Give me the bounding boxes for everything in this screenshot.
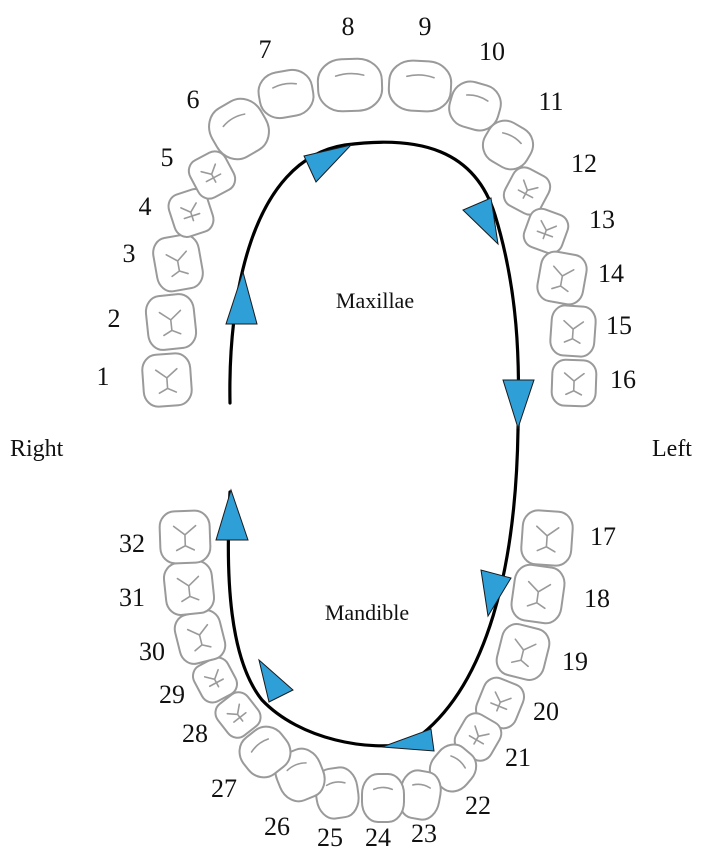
tooth-number-25: 25 — [317, 823, 343, 851]
tooth-number-11: 11 — [538, 87, 563, 116]
tooth-number-6: 6 — [187, 85, 200, 114]
tooth-number-30: 30 — [139, 637, 165, 666]
arrow-left-descending — [503, 380, 534, 428]
tooth-number-28: 28 — [182, 719, 208, 748]
arrow-lower-bottom — [382, 729, 434, 751]
lower-arch-label: Mandible — [325, 600, 409, 625]
tooth-number-15: 15 — [606, 311, 632, 340]
tooth-1 — [141, 352, 193, 407]
tooth-18 — [509, 563, 566, 625]
tooth-9 — [388, 59, 453, 112]
tooth-number-16: 16 — [610, 365, 636, 394]
tooth-8 — [317, 58, 383, 112]
tooth-number-5: 5 — [161, 143, 174, 172]
tooth-number-12: 12 — [571, 149, 597, 178]
arrow-upper-top — [304, 145, 351, 182]
tooth-number-29: 29 — [159, 680, 185, 709]
tooth-number-24: 24 — [365, 823, 391, 851]
tooth-outline — [362, 774, 404, 822]
tooth-2 — [144, 293, 197, 352]
tooth-number-23: 23 — [411, 819, 437, 848]
tooth-number-8: 8 — [342, 12, 355, 41]
upper-arch-label: Maxillae — [336, 288, 414, 313]
tooth-24 — [362, 774, 404, 822]
tooth-number-32: 32 — [119, 529, 145, 558]
arrow-lower-right — [259, 660, 293, 702]
tooth-number-21: 21 — [505, 743, 531, 772]
tooth-outline — [317, 58, 383, 112]
right-side-label: Right — [10, 436, 64, 462]
tooth-number-27: 27 — [211, 774, 237, 803]
left-side-label: Left — [652, 436, 692, 462]
tooth-number-10: 10 — [479, 37, 505, 66]
upper-arch-path — [230, 142, 519, 430]
tooth-16 — [551, 359, 597, 407]
teeth-layer — [141, 58, 597, 822]
tooth-number-22: 22 — [465, 791, 491, 820]
tooth-number-9: 9 — [419, 12, 432, 41]
tooth-outline — [255, 67, 316, 122]
tooth-number-19: 19 — [562, 647, 588, 676]
tooth-number-17: 17 — [590, 522, 616, 551]
tooth-number-18: 18 — [584, 584, 610, 613]
tooth-32 — [159, 510, 211, 564]
tooth-outline — [388, 59, 453, 112]
tooth-19 — [493, 621, 552, 683]
tooth-number-7: 7 — [259, 35, 272, 64]
tooth-15 — [549, 305, 596, 358]
tooth-number-26: 26 — [264, 812, 290, 841]
tooth-number-2: 2 — [108, 304, 121, 333]
arrow-right-ascending — [216, 490, 248, 540]
tooth-number-20: 20 — [533, 697, 559, 726]
arrow-upper-right — [226, 272, 257, 324]
tooth-number-4: 4 — [139, 192, 152, 221]
tooth-30 — [172, 607, 229, 667]
tooth-number-14: 14 — [598, 259, 624, 288]
tooth-number-3: 3 — [123, 239, 136, 268]
tooth-3 — [151, 232, 206, 293]
tooth-31 — [162, 560, 215, 617]
tooth-14 — [535, 249, 589, 306]
tooth-7 — [255, 67, 316, 122]
tooth-number-13: 13 — [589, 205, 615, 234]
tooth-number-1: 1 — [97, 362, 110, 391]
tooth-number-31: 31 — [119, 583, 145, 612]
tooth-17 — [520, 509, 574, 566]
